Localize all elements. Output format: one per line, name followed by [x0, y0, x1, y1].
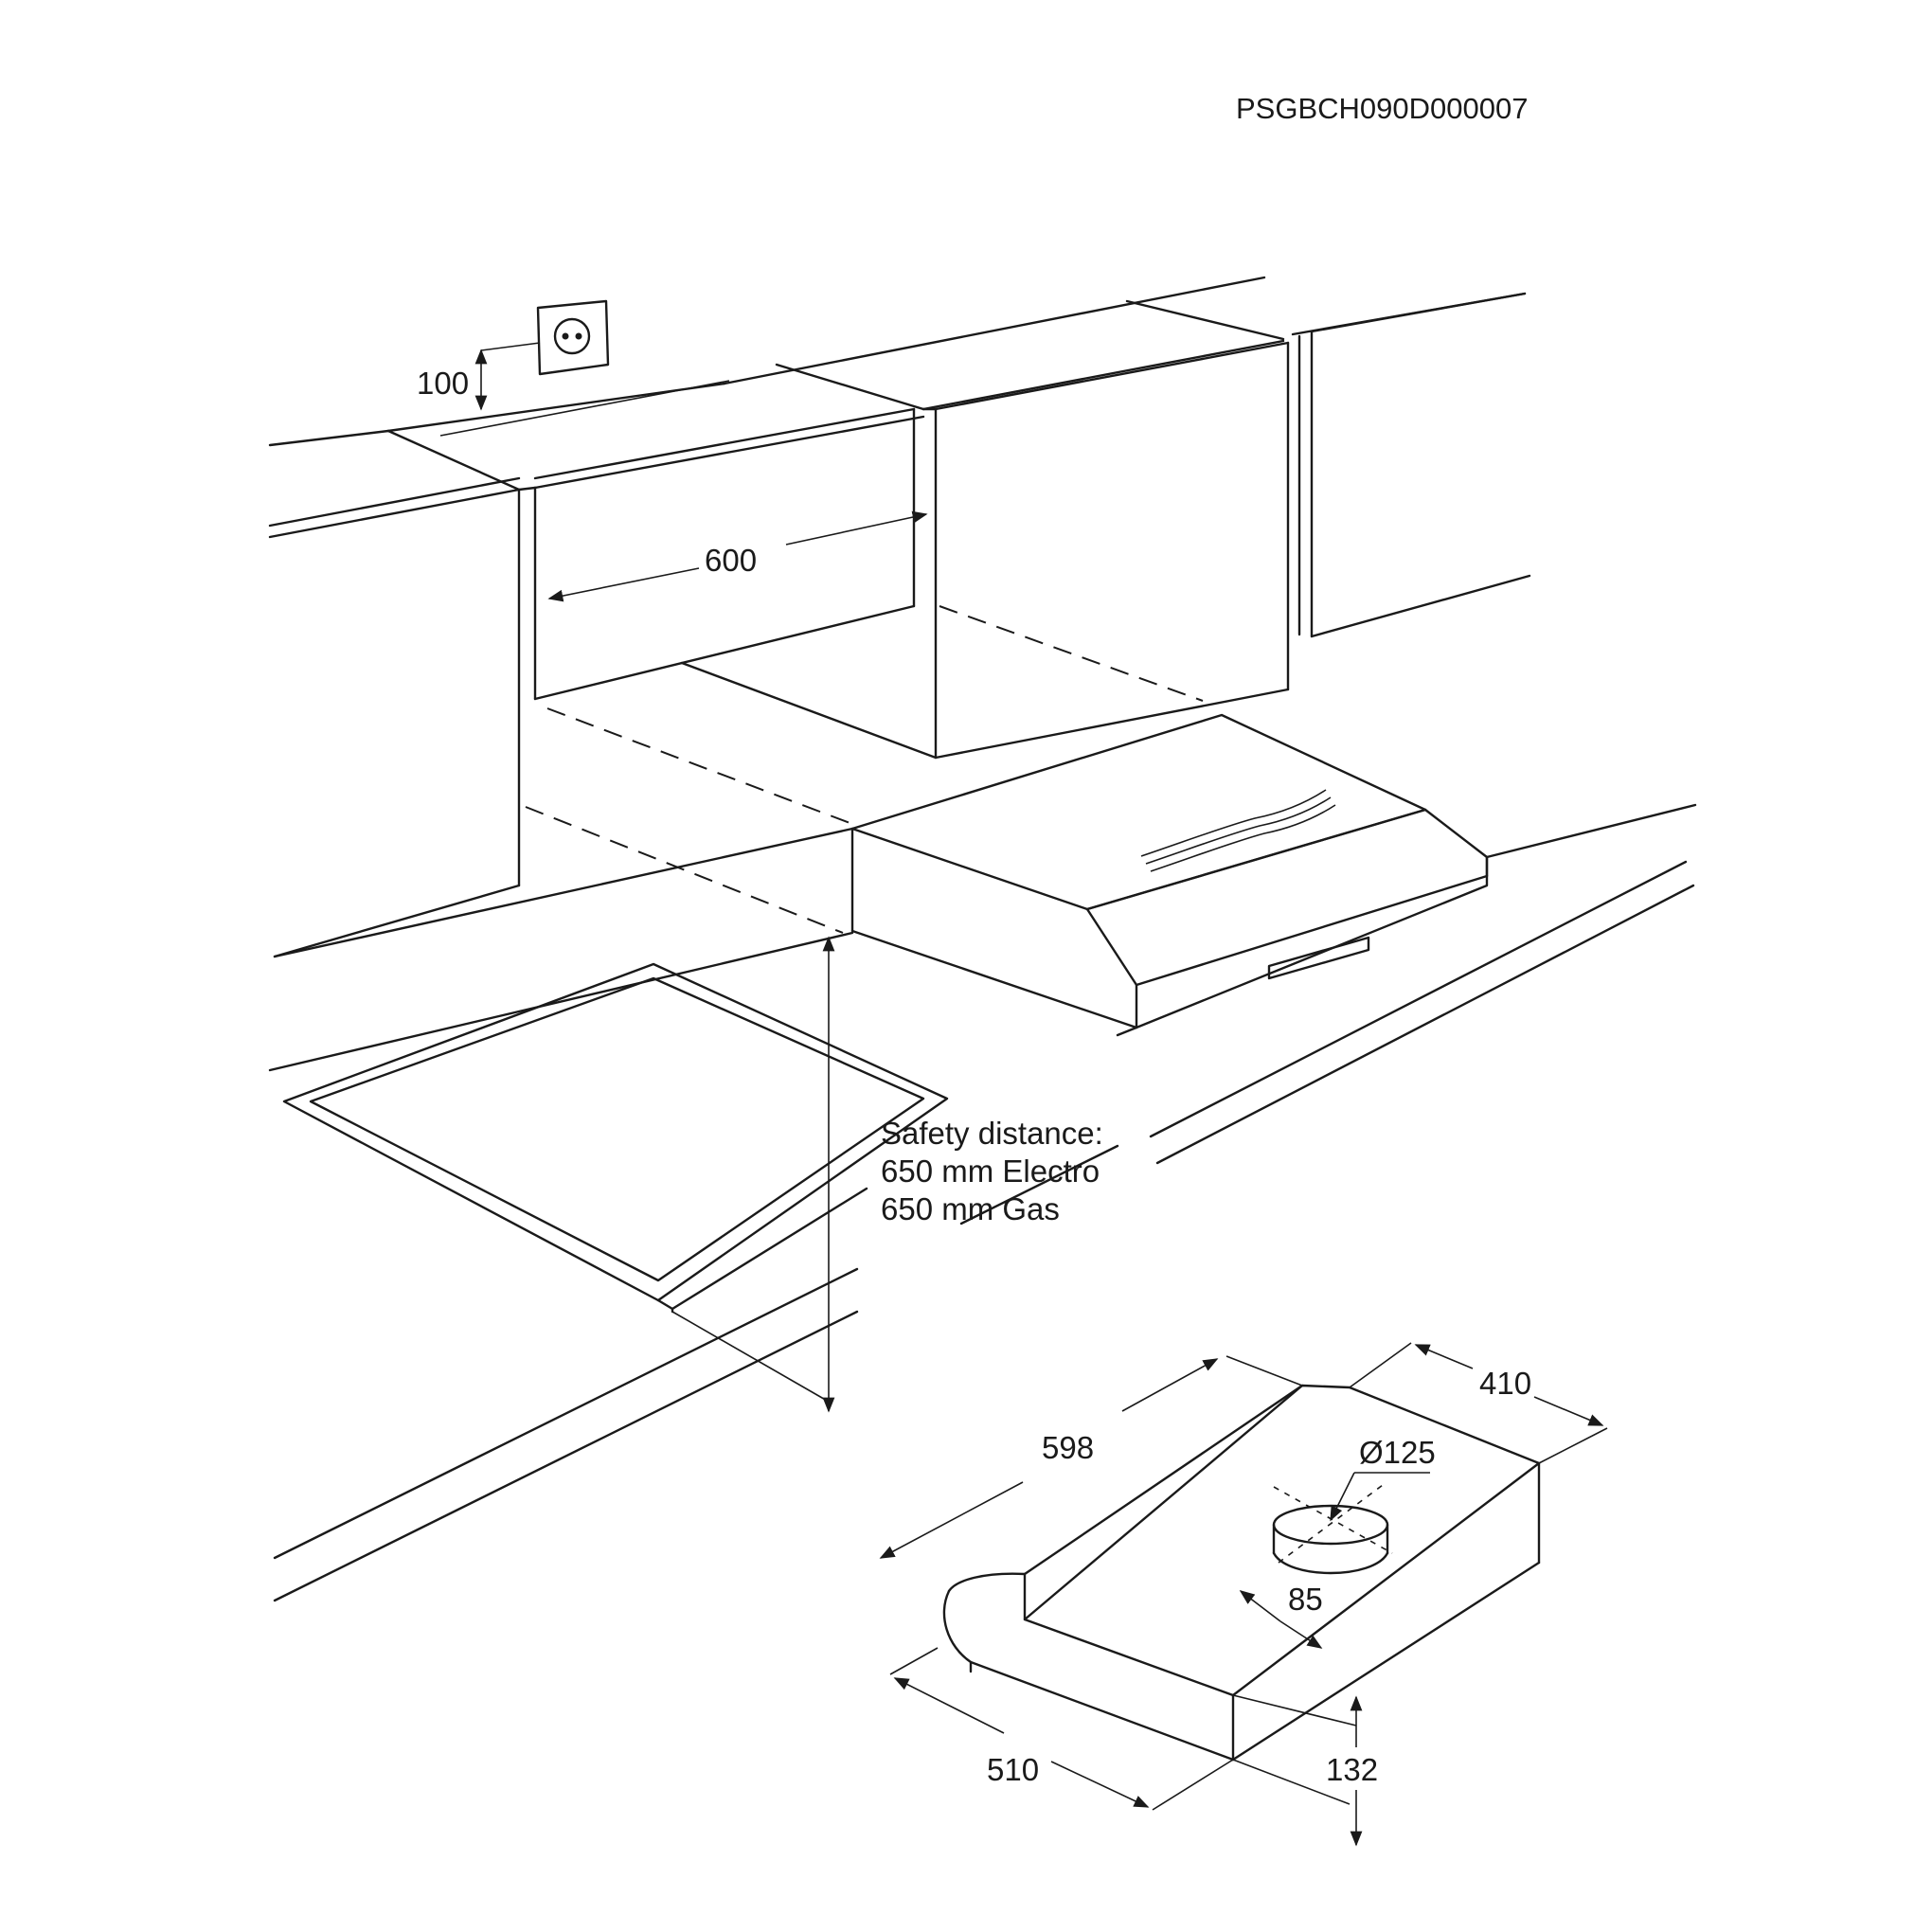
hood-front-depth-label: 510 — [987, 1752, 1039, 1787]
cabinet-gap-label: 600 — [705, 543, 757, 578]
hood-width-label: 598 — [1042, 1430, 1094, 1465]
outlet-diameter-label: Ø125 — [1359, 1435, 1436, 1470]
safety-distance-title: Safety distance: — [881, 1116, 1103, 1151]
socket-height-label: 100 — [417, 366, 469, 401]
document-code: PSGBCH090D000007 — [1236, 92, 1528, 125]
safety-distance-electro: 650 mm Electro — [881, 1154, 1100, 1189]
hood-detail — [942, 1384, 1541, 1762]
installed-hood — [850, 713, 1489, 1029]
hood-height-label: 132 — [1326, 1752, 1378, 1787]
vent-grille-icon — [1140, 789, 1336, 872]
wall-cabinets — [268, 276, 1531, 958]
safety-distance-gas: 650 mm Gas — [881, 1191, 1060, 1226]
hood-dimensions: 598 410 Ø125 85 510 132 — [879, 1342, 1608, 1847]
hob — [282, 962, 949, 1403]
outlet-offset-label: 85 — [1288, 1582, 1323, 1617]
power-socket — [536, 299, 610, 376]
worktop — [268, 803, 1697, 1602]
projection-dashes — [525, 605, 1204, 934]
hood-depth-label: 410 — [1479, 1366, 1531, 1401]
